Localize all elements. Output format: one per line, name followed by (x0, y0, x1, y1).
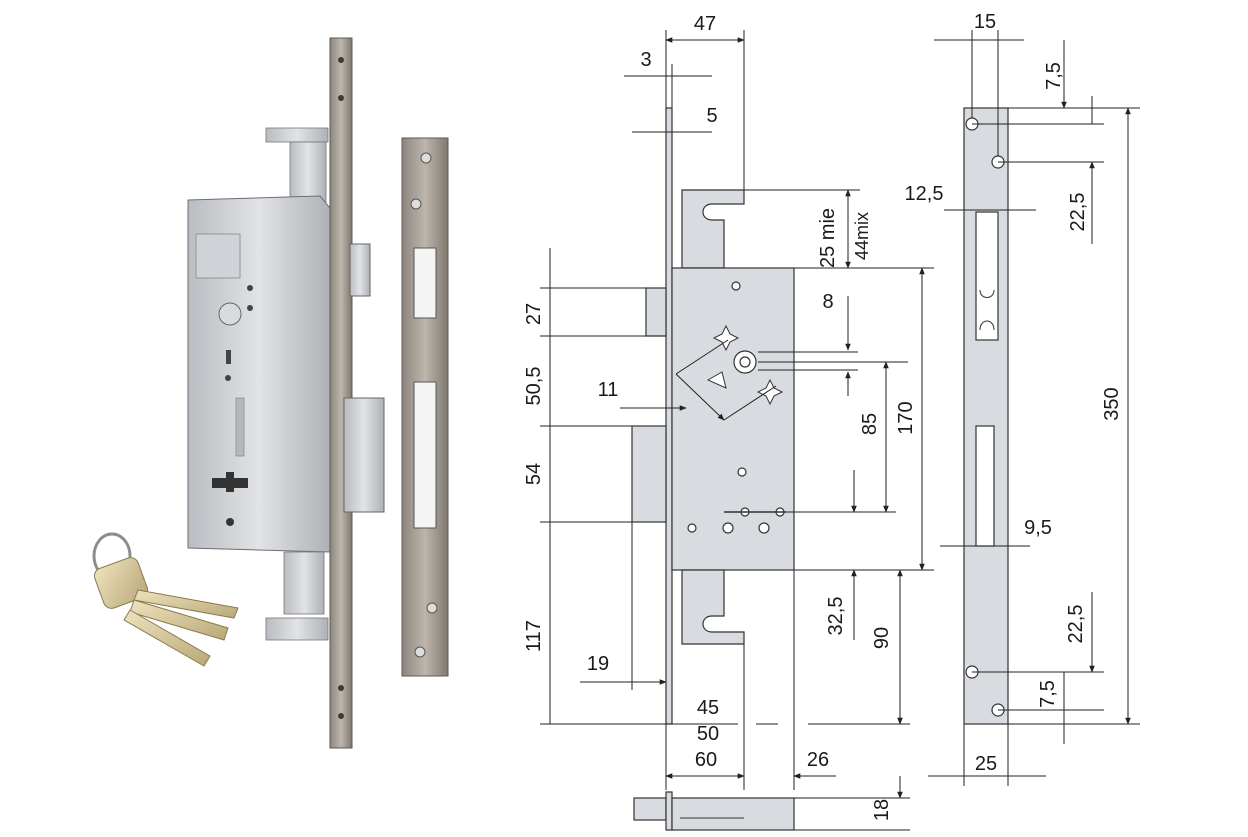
cam-symbol-icon (706, 371, 727, 389)
dim-32-5: 32,5 (825, 597, 847, 636)
dim-350: 350 (1101, 387, 1123, 420)
dim-50-5: 50,5 (523, 367, 545, 406)
latch-opening (413, 247, 437, 319)
bolt-opening (413, 381, 437, 529)
latch-curve (979, 289, 995, 298)
faceplate-hole-icon (338, 685, 344, 691)
dim-85: 85 (859, 413, 881, 435)
dim-9-5: 9,5 (1024, 517, 1052, 539)
spindle-hole-icon (739, 356, 751, 368)
drawing-faceplate (665, 107, 673, 725)
lock-photo (187, 37, 385, 749)
dim-60: 60 (695, 749, 717, 771)
screw-icon (218, 302, 242, 326)
dimension-labels: 47 3 5 15 7,5 12,5 22,5 25 mie 44mix 27 … (523, 11, 1123, 821)
dim-8: 8 (822, 291, 833, 313)
dimension-lines (540, 30, 1140, 831)
bottom-view-latch (633, 797, 667, 821)
dim-170: 170 (895, 401, 917, 434)
angle-leader (723, 385, 777, 421)
latch-bolt (349, 243, 371, 297)
rivet-icon (226, 518, 234, 526)
dim-12-5: 12,5 (905, 183, 944, 205)
key-head (93, 557, 149, 609)
faceplate (329, 37, 353, 749)
sparkle-icon (756, 378, 784, 406)
screw-icon (687, 523, 697, 533)
rivet-icon (247, 285, 253, 291)
dim-22-5-bottom: 22,5 (1065, 605, 1087, 644)
faceplate-hole-icon (338, 713, 344, 719)
strike-hole-icon (426, 602, 438, 614)
drawing-deadbolt (631, 425, 667, 523)
drawing-lock-case (671, 267, 795, 571)
keys-photo (92, 532, 239, 667)
angle-arrow (675, 373, 725, 421)
latch-slot (975, 211, 999, 341)
key-blade (133, 589, 239, 619)
strike-hole-icon (420, 152, 432, 164)
strike-hole-icon (414, 646, 426, 658)
follower-slot (235, 397, 245, 457)
dim-27: 27 (523, 303, 545, 325)
faceplate-hole-icon (338, 95, 344, 101)
drawing-top-hook (681, 189, 745, 269)
screw-icon (737, 467, 747, 477)
bottom-view-case (671, 797, 795, 831)
key-blade (129, 599, 229, 641)
dim-15: 15 (974, 11, 996, 33)
dim-50: 50 (697, 723, 719, 745)
slot-mark (226, 350, 231, 364)
latch-curve (979, 320, 995, 331)
dead-bolt (343, 397, 385, 513)
dim-54: 54 (523, 463, 545, 485)
cylinder-pin-icon (758, 522, 770, 534)
faceplate-hole-icon (338, 57, 344, 63)
screw-icon (731, 281, 741, 291)
dim-25-mie: 25 mie (817, 208, 839, 268)
rivet-icon (247, 305, 253, 311)
dim-47: 47 (694, 13, 716, 35)
dim-7-5-top: 7,5 (1043, 62, 1065, 90)
dim-11: 11 (598, 379, 619, 401)
drawing-bottom-hook (681, 569, 745, 645)
strike-plate-view (963, 107, 1009, 725)
top-hook (265, 127, 329, 143)
lock-side-view (631, 107, 795, 831)
drawing-latch (645, 287, 667, 337)
bottom-hook (265, 617, 329, 641)
dim-26: 26 (807, 749, 829, 771)
strike-hole-icon (410, 198, 422, 210)
key-blade (123, 609, 211, 667)
dim-22-5-top: 22,5 (1067, 193, 1089, 232)
dim-44mix: 44mix (852, 212, 872, 260)
dim-18: 18 (871, 799, 893, 821)
dim-117: 117 (523, 620, 545, 652)
angle-leader (675, 339, 729, 375)
bolt-slot (975, 425, 995, 547)
bottom-view-faceplate (665, 791, 673, 831)
keyhole-icon (226, 472, 234, 492)
cylinder-pin-icon (722, 522, 734, 534)
drawing-strike-plate (963, 107, 1009, 725)
dim-90: 90 (871, 627, 893, 649)
dim-5: 5 (706, 105, 717, 127)
dim-19: 19 (587, 653, 609, 675)
bottom-rod (283, 551, 325, 615)
dim-45: 45 (697, 697, 719, 719)
dim-25: 25 (975, 753, 997, 775)
rivet-icon (225, 375, 231, 381)
sparkle-icon (712, 324, 740, 352)
case-label-plate (195, 233, 241, 279)
dim-7-5-bottom: 7,5 (1037, 680, 1059, 708)
dim-3: 3 (640, 49, 651, 71)
strike-plate-photo (401, 137, 449, 677)
